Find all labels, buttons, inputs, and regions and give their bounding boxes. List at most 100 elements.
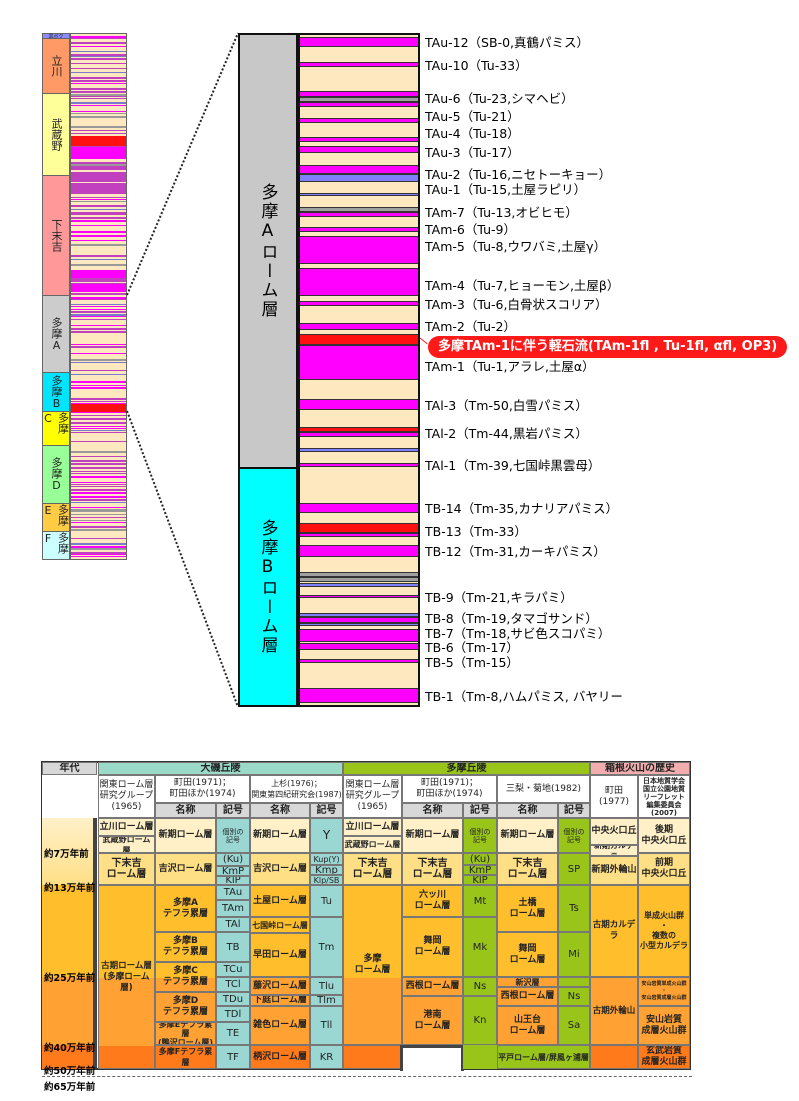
tephra-label: TAl-1（Tm-39,七国峠黒雲母）	[425, 458, 601, 473]
tephra-stripe	[71, 496, 126, 498]
oiso-header: 大磯丘陵	[98, 762, 343, 775]
tephra-stripe	[71, 164, 126, 166]
tephra-stripe	[71, 482, 126, 483]
cell: 山王台 ローム層	[497, 1006, 558, 1045]
cell: 前期 中央火口丘	[638, 853, 690, 885]
tephra-layer	[300, 301, 418, 306]
tama-kanto-source: 関東ローム層 研究グループ (1965)	[343, 775, 402, 818]
tephra-label: TB-5（Tm-15）	[425, 655, 519, 670]
tephra-layer	[300, 323, 418, 330]
cell: 安山岩質単成火山群 ・ 安山岩質成層火山群	[638, 977, 690, 1006]
strip-label-tachikawa: 立川	[42, 38, 70, 94]
cell: 新期ローム層	[497, 818, 558, 853]
cell: 平戸ローム層/屏風ヶ浦層	[497, 1045, 590, 1069]
tephra-stripe	[71, 428, 126, 429]
tephra-stripe	[71, 293, 126, 295]
tephra-layer	[300, 146, 418, 153]
col-symbol: 記号	[558, 803, 590, 818]
tephra-stripe	[71, 328, 126, 330]
tephra-label: TAl-2（Tm-44,黒岩パミス）	[425, 426, 588, 441]
cell: 下末吉 ローム層	[343, 853, 402, 885]
tephra-layer	[300, 102, 418, 107]
tephra-stripe	[71, 538, 126, 539]
tephra-layer	[300, 688, 418, 703]
cell: 七国峠ローム層	[250, 917, 310, 933]
age-label: 約25万年前	[44, 973, 96, 984]
tephra-layer	[300, 613, 418, 617]
cell-empty	[343, 1045, 402, 1069]
tephra-stripe	[71, 432, 126, 433]
tephra-stripe	[71, 344, 126, 345]
tama-machida-source: 町田(1971)； 町田ほか(1974)	[402, 775, 497, 803]
tephra-stripe	[71, 401, 126, 402]
tephra-stripe	[71, 381, 126, 383]
cell-blank	[400, 1045, 464, 1071]
tephra-stripe	[71, 398, 126, 400]
tephra-stripe	[71, 509, 126, 511]
cell: (Ku)	[216, 853, 250, 866]
tephra-stripe	[71, 418, 126, 420]
age-label: 約50万年前	[44, 1066, 96, 1077]
tephra-stripe	[71, 259, 126, 260]
tephra-stripe	[71, 319, 126, 320]
tephra-layer	[300, 236, 418, 264]
tephra-label: TAl-3（Tm-50,白雪パミス）	[425, 398, 588, 413]
cell: TE	[216, 1022, 250, 1045]
tephra-label: TAm-4（Tu-7,ヒョーモン,土屋β）	[425, 278, 620, 293]
cell-empty	[558, 977, 590, 987]
tephra-stripe	[71, 325, 126, 326]
cell: TAm	[216, 900, 250, 917]
cell: 藤沢ローム層	[250, 977, 310, 995]
tephra-stripe	[71, 403, 126, 404]
tephra-layer	[300, 617, 418, 623]
cell: Y	[310, 818, 343, 853]
tephra-stripe	[71, 51, 126, 52]
tephra-stripe	[71, 270, 126, 278]
cell: 個別の 記号	[558, 818, 590, 853]
tephra-stripe	[71, 484, 126, 485]
tephra-stripe	[71, 374, 126, 375]
zoom-line-bottom	[126, 410, 239, 708]
tephra-stripe	[71, 197, 126, 198]
cell: 舞岡 ローム層	[497, 932, 558, 977]
tephra-layer	[300, 91, 418, 97]
hakone-jgs-source: 日本地質学会 国立公園地質 リーフレット 編集委員会 (2007)	[638, 775, 690, 818]
tephra-stripe	[71, 471, 126, 472]
cell: 個別の 記号	[463, 818, 497, 853]
tephra-stripe	[71, 91, 126, 93]
col-symbol: 記号	[216, 803, 250, 818]
cell: 新期外輪山	[590, 856, 638, 885]
cell: TCu	[216, 962, 250, 977]
cell: 中央火口丘	[590, 818, 638, 845]
tephra-stripe	[71, 554, 126, 555]
tephra-layer	[300, 595, 418, 598]
cell: SP	[558, 853, 590, 885]
tephra-stripe	[71, 113, 126, 114]
tephra-stripe	[71, 111, 126, 112]
tephra-label: TAm-3（Tu-6,白骨状スコリア）	[425, 297, 608, 312]
hakone-machida-source: 町田 (1977)	[590, 775, 638, 818]
tephra-stripe	[71, 362, 126, 363]
tephra-label: TB-8（Tm-19,タマゴサンド）	[425, 611, 598, 626]
tephra-stripe	[71, 201, 126, 202]
cell: TCl	[216, 977, 250, 992]
tephra-stripe	[71, 136, 126, 146]
unit-tama-b-loam: 多摩Bローム層	[238, 467, 298, 707]
tephra-stripe	[71, 426, 126, 427]
cell: 西根ローム層	[402, 977, 463, 996]
tephra-stripe	[71, 80, 126, 82]
col-name: 名称	[497, 803, 558, 818]
tephra-stripe	[71, 346, 126, 348]
cell: 土橋 ローム層	[497, 885, 558, 932]
tephra-stripe	[71, 56, 126, 57]
tephra-layer	[300, 137, 418, 142]
oiso-uesugi-source: 上杉(1976)； 関東第四紀研究会(1987)	[250, 775, 343, 803]
tephra-layer	[300, 643, 418, 650]
cell: 吉沢ローム層	[250, 853, 310, 885]
tephra-layer	[300, 118, 418, 123]
tephra-stripe	[71, 191, 126, 193]
tephra-stripe	[71, 255, 126, 257]
cell: Ns	[558, 987, 590, 1006]
tephra-layer	[300, 463, 418, 467]
tephra-stripe	[71, 529, 126, 531]
